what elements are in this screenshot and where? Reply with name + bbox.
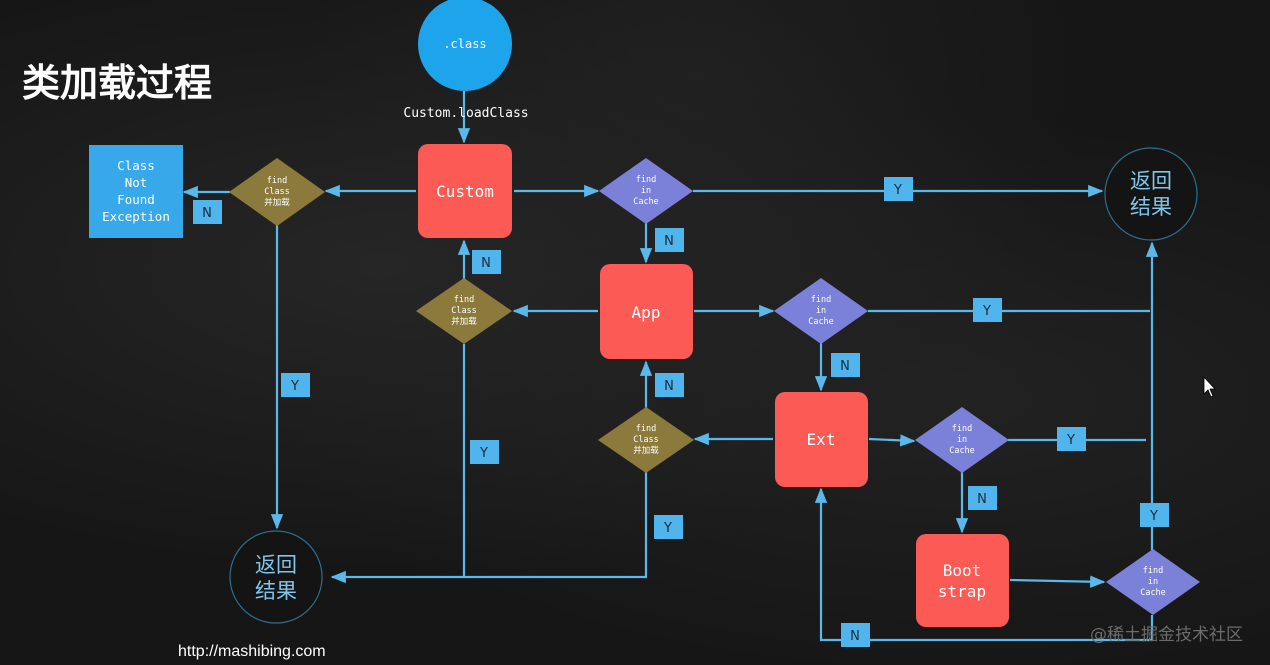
result-circle-left: 返回 结果 xyxy=(229,530,323,624)
footer-url[interactable]: http://mashibing.com xyxy=(178,643,326,660)
svg-text:结果: 结果 xyxy=(255,579,297,603)
svg-text:Class: Class xyxy=(451,306,477,316)
flag-yes: Y xyxy=(1149,509,1158,524)
flag-yes: Y xyxy=(893,183,902,198)
loader-bootstrap-label-1: Boot xyxy=(943,561,982,580)
start-node-label: .class xyxy=(443,37,486,51)
svg-text:Cache: Cache xyxy=(808,317,834,327)
flag-yes: Y xyxy=(479,446,488,461)
svg-text:find: find xyxy=(636,175,656,185)
flag-no: N xyxy=(977,492,987,507)
svg-text:返回: 返回 xyxy=(1130,169,1172,193)
edges xyxy=(182,91,1159,642)
flag-yes: Y xyxy=(290,379,299,394)
flag-no: N xyxy=(664,234,674,249)
page-title: 类加载过程 xyxy=(22,61,212,105)
svg-text:并加载: 并加载 xyxy=(264,197,290,208)
edge-boot-to-cache xyxy=(1009,575,1106,588)
loader-custom: Custom xyxy=(418,144,512,238)
flag-no: N xyxy=(481,256,491,271)
loader-ext-label: Ext xyxy=(807,430,836,449)
svg-text:in: in xyxy=(816,306,826,316)
flag-no: N xyxy=(850,629,860,644)
watermark: @稀土掘金技术社区 xyxy=(1090,625,1243,645)
class-diamond-app: find Class 并加载 xyxy=(416,278,512,344)
svg-text:Cache: Cache xyxy=(633,197,659,207)
flag-yes: Y xyxy=(1066,433,1075,448)
class-not-found-exception: Class Not Found Exception xyxy=(89,145,183,238)
svg-text:Cache: Cache xyxy=(949,446,975,456)
svg-text:in: in xyxy=(957,435,967,445)
loader-custom-label: Custom xyxy=(436,182,494,201)
edge-findclass3-yes xyxy=(330,472,648,584)
cache-diamond-app: find in Cache xyxy=(774,278,868,344)
loader-ext: Ext xyxy=(775,392,868,487)
flag-yes: Y xyxy=(982,304,991,319)
loader-bootstrap: Boot strap xyxy=(916,534,1009,627)
class-diamond-ext: find Class 并加载 xyxy=(598,407,694,473)
flag-no: N xyxy=(664,379,674,394)
svg-text:Found: Found xyxy=(117,192,155,207)
cache-diamond-custom: find in Cache xyxy=(599,158,693,224)
start-call-label: Custom.loadClass xyxy=(403,106,528,121)
loader-app: App xyxy=(600,264,693,359)
edge-cache4-no xyxy=(814,487,1154,642)
loader-bootstrap-label-2: strap xyxy=(938,582,986,601)
flag-yes: Y xyxy=(663,521,672,536)
start-node: .class xyxy=(418,0,512,91)
svg-text:in: in xyxy=(641,186,651,196)
svg-text:返回: 返回 xyxy=(255,553,297,577)
svg-text:Cache: Cache xyxy=(1140,588,1166,598)
svg-text:find: find xyxy=(952,424,972,434)
cache-diamond-bootstrap: find in Cache xyxy=(1106,549,1200,615)
svg-text:并加载: 并加载 xyxy=(451,316,477,327)
svg-text:find: find xyxy=(1143,566,1163,576)
flag-no: N xyxy=(202,206,212,221)
class-diamond-custom: find Class 并加载 xyxy=(229,158,325,226)
svg-text:Class: Class xyxy=(117,158,155,173)
svg-text:Not: Not xyxy=(125,175,148,190)
mouse-cursor-icon xyxy=(1203,375,1216,398)
svg-text:find: find xyxy=(811,295,831,305)
svg-text:并加载: 并加载 xyxy=(633,445,659,456)
svg-text:find: find xyxy=(267,176,287,186)
svg-text:Class: Class xyxy=(633,435,659,445)
svg-text:find: find xyxy=(454,295,474,305)
loader-app-label: App xyxy=(632,303,661,322)
svg-text:in: in xyxy=(1148,577,1158,587)
svg-text:结果: 结果 xyxy=(1130,195,1172,219)
flag-no: N xyxy=(840,359,850,374)
edge-ext-to-cache xyxy=(868,434,916,447)
flags: N Y N N Y N Y N Y Y N Y Y N xyxy=(193,177,1169,647)
result-circle-right: 返回 结果 xyxy=(1104,147,1198,241)
svg-text:find: find xyxy=(636,424,656,434)
svg-text:Exception: Exception xyxy=(102,209,170,224)
cache-diamond-ext: find in Cache xyxy=(915,407,1009,473)
svg-text:Class: Class xyxy=(264,187,290,197)
